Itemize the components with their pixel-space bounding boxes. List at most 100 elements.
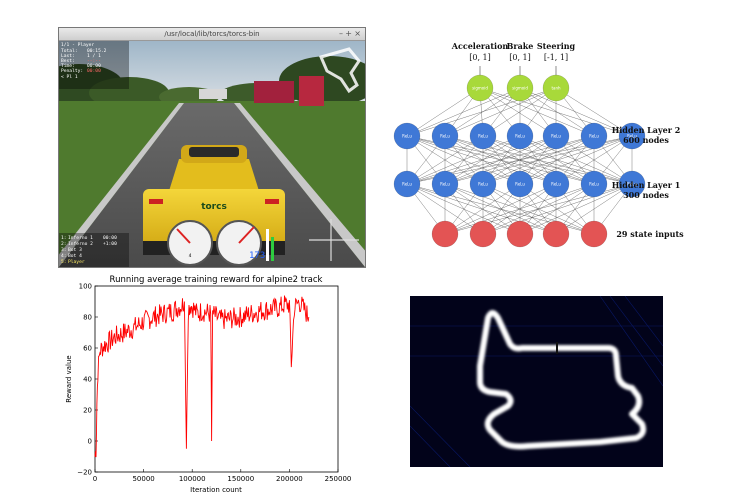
output-node [506,74,534,102]
network-edge [406,183,557,235]
hidden-1-node-label: ReLu [440,182,450,187]
brake-bar [271,237,274,261]
network-edge [444,87,557,137]
standing-pos: 5: [61,259,67,265]
hidden-2-node [618,122,646,150]
trackside-banner [254,81,294,103]
hidden-layer-1-title: Hidden Layer 1 [612,180,681,190]
hud-label: Penalty: [61,68,83,74]
hud-value: 00:15.2 [87,48,107,54]
hidden-1-node-label: ReLu [515,182,525,187]
trackside-building [199,89,227,99]
network-edge [444,87,521,137]
car-logo: torcs [201,202,227,212]
hidden-2-node [580,122,608,150]
network-edge [482,183,595,235]
hidden-1-node [469,170,497,198]
standing-gap: 00:00 [103,235,117,241]
close-icon[interactable]: × [354,29,361,38]
network-edge [482,87,557,137]
input-node [542,220,570,248]
y-tick-label: 100 [79,283,92,291]
standing-name: Inferno 2 [68,241,93,247]
hidden-1-node [580,170,608,198]
hidden-2-node-label: ReLu [627,134,637,139]
hidden-2-node [542,122,570,150]
standing-name: Inferno 1 [68,235,93,241]
network-edge [406,135,484,185]
network-edge [406,183,521,235]
input-node [469,220,497,248]
input-node [431,220,459,248]
network-edge [519,183,595,235]
hidden-1-node [393,170,421,198]
network-edge [444,183,595,235]
hud-value: 1 / 1 [87,53,101,59]
hidden-1-node [431,170,459,198]
network-edge [519,183,633,235]
throttle-bar [266,229,269,261]
output-label: Acceleration [451,41,509,51]
network-edge [519,135,633,185]
hud-label: Last: [61,53,75,59]
hidden-1-node-label: ReLu [402,182,412,187]
reward-series-line [94,295,310,458]
rpm-needle [176,228,191,244]
network-edge [479,87,595,137]
output-range: [-1, 1] [544,53,568,62]
y-axis-label: Reward value [65,355,73,402]
network-edge [482,135,633,185]
input-node [506,220,534,248]
hidden-2-node [393,122,421,150]
input-layer-title: 29 state inputs [616,229,684,239]
torcs-game-window[interactable]: /usr/local/lib/torcs/torcs-bin – + × [58,27,366,268]
hidden-layer-2-title: Hidden Layer 2 [612,125,681,135]
speed-readout: 173 [249,251,265,261]
network-edge [444,135,521,185]
track-outline [410,296,663,467]
chart-title: Running average training reward for alpi… [110,275,323,285]
standing-name: Bot 4 [68,253,82,259]
standing-pos: 1: [61,235,67,241]
maximize-icon[interactable]: + [345,29,352,38]
standings-panel: 1: Inferno 1 00:00 2: Inferno 2 +1:00 3:… [59,233,129,267]
hud-label: Time: [61,63,75,69]
x-tick-label: 50000 [132,475,154,483]
hidden-2-node-label: ReLu [551,134,561,139]
hidden-2-node-label: ReLu [478,134,488,139]
output-node-label: sigmoid [472,86,488,91]
hud-value: --:-- [87,59,101,64]
trackside-banner [299,76,324,106]
input-node [580,220,608,248]
reward-chart: Running average training reward for alpi… [65,275,352,494]
standing-name: Bot 3 [68,247,82,253]
window-titlebar[interactable]: /usr/local/lib/torcs/torcs-bin – + × [59,28,365,41]
track-path [477,310,647,450]
window-title: /usr/local/lib/torcs/torcs-bin [164,30,260,38]
x-tick-label: 100000 [179,475,206,483]
x-tick-label: 150000 [227,475,254,483]
standing-name: Player [68,259,85,265]
hidden-1-node-label: ReLu [551,182,561,187]
race-scene: 1/1 - Player Total: 00:15.2 Last: 1 / 1 … [59,41,365,267]
hidden-1-node-label: ReLu [627,182,637,187]
network-edge [482,183,633,235]
y-tick-label: 0 [88,438,92,446]
minimize-icon[interactable]: – [339,29,343,38]
network-edge [406,183,484,235]
x-tick-label: 250000 [325,475,352,483]
standing-pos: 3: [61,247,67,253]
speed-needle [238,226,255,244]
hidden-2-node-label: ReLu [515,134,525,139]
y-tick-label: 20 [83,407,92,415]
gear-readout: 4 [189,253,192,259]
game-viewport: 1/1 - Player Total: 00:15.2 Last: 1 / 1 … [59,41,365,267]
right-curb [234,103,365,267]
network-edge [555,87,633,137]
hud-header: 1/1 - Player [61,42,94,48]
dashboard: 4 173 [167,220,274,266]
standing-pos: 4: [61,253,67,259]
hud-value: 00:00 [87,63,101,69]
